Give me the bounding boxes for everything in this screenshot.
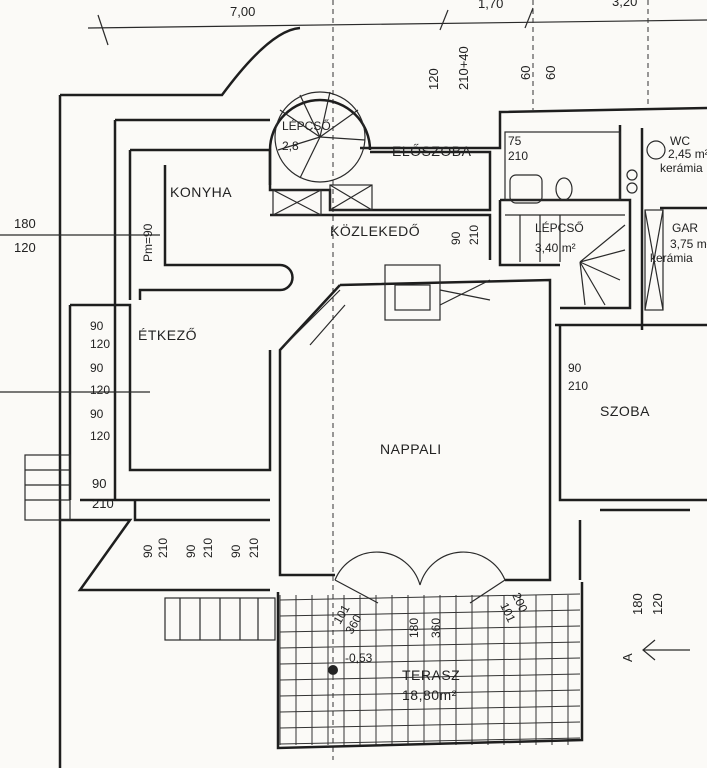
exterior-steps (24, 454, 276, 641)
terrace-area: 18,80m² (402, 687, 457, 703)
tile-line (279, 673, 581, 681)
window-3-height: 120 (90, 429, 110, 443)
tile-line (279, 609, 581, 617)
room-szoba: SZOBA (600, 403, 650, 419)
door-3-width: 90 (229, 544, 243, 558)
room-nappali: NAPPALI (380, 441, 442, 457)
window-1-width: 90 (90, 319, 104, 333)
door-2-width: 90 (184, 544, 198, 558)
spiral-stair (274, 91, 366, 183)
tile-line (279, 641, 581, 649)
dim-60-a: 60 (518, 66, 533, 80)
walls (58, 26, 707, 768)
tile-line (279, 737, 581, 745)
room-garage: GAR (672, 221, 698, 235)
kitchen-window: Pm=90 (141, 223, 155, 262)
tile-line (279, 705, 581, 713)
tile-line (279, 625, 581, 633)
stair-upper-label: LÉPCSŐ (282, 118, 331, 133)
bottom-doors: 90 210 90 210 90 210 (141, 538, 261, 558)
tile-line (279, 593, 581, 601)
section-mark: A (620, 653, 635, 662)
wc-area: 2,45 m² (668, 147, 707, 161)
room-etkezo: ÉTKEZŐ (138, 327, 197, 343)
door-1-width: 90 (141, 544, 155, 558)
terrace-door-2-height: 360 (429, 618, 443, 638)
terrace-door-2-width: 180 (407, 618, 421, 638)
room-konyha: KONYHA (170, 184, 232, 200)
door-1-height: 210 (156, 538, 170, 558)
dim-1-70: 1,70 (478, 0, 503, 11)
stair-lower-area: 3,40 m² (535, 241, 576, 255)
dining-windows: 90 120 90 120 90 120 (90, 319, 110, 443)
left-window-height: 120 (14, 240, 36, 255)
top-dimension-line: 7,00 1,70 3,20 (87, 0, 707, 760)
terrace-tiles (279, 593, 581, 745)
dining-door-height: 210 (92, 496, 114, 511)
dim-120: 120 (426, 68, 441, 90)
fireplace (284, 264, 491, 346)
terrace-doors (334, 551, 506, 604)
hall-door-height: 210 (508, 149, 528, 163)
wc-floor: kerámia (660, 161, 703, 175)
dining-door-width: 90 (92, 476, 106, 491)
right-window-height: 120 (650, 593, 665, 615)
right-window-width: 180 (630, 593, 645, 615)
room-wc: WC (670, 134, 690, 148)
stair-upper-area: 2,8 (282, 139, 299, 153)
dim-210-40: 210+40 (456, 46, 471, 90)
room-terasz: TERASZ (402, 667, 460, 683)
room-kozlekedo: KÖZLEKEDŐ (330, 222, 420, 239)
room-door-height: 210 (568, 379, 588, 393)
cabinets (272, 184, 664, 311)
garage-floor: kerámia (650, 251, 693, 265)
dim-60-b: 60 (543, 66, 558, 80)
tile-line (279, 689, 581, 697)
corridor-door-width: 90 (449, 231, 463, 245)
bathroom-fixtures (504, 131, 666, 204)
dim-7-00: 7,00 (230, 4, 255, 19)
stair-lower-label: LÉPCSŐ (535, 220, 584, 235)
room-eloszoba: ELŐSZOBA (392, 143, 472, 159)
garage-area: 3,75 m² (670, 237, 707, 251)
terrace-border (276, 582, 584, 750)
room-door-width: 90 (568, 361, 582, 375)
left-window-width: 180 (14, 216, 36, 231)
level-mark: -0,53 (345, 651, 373, 665)
door-3-height: 210 (247, 538, 261, 558)
tile-line (279, 721, 581, 729)
window-2-height: 120 (90, 383, 110, 397)
window-1-height: 120 (90, 337, 110, 351)
dim-3-20: 3,20 (612, 0, 637, 9)
lower-stair (505, 214, 626, 306)
tile-line (279, 657, 581, 665)
window-3-width: 90 (90, 407, 104, 421)
corridor-door-height: 210 (467, 225, 481, 245)
hall-door-width: 75 (508, 134, 522, 148)
level-marker-icon (328, 665, 338, 675)
window-2-width: 90 (90, 361, 104, 375)
door-2-height: 210 (201, 538, 215, 558)
